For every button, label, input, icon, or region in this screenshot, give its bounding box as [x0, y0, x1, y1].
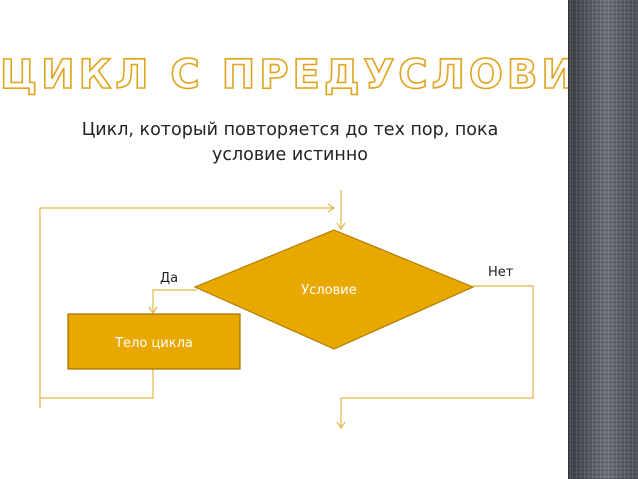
loop-back-arrowhead: [327, 203, 336, 213]
slide-subtitle: Цикл, который повторяется до тех пор, по…: [30, 118, 550, 168]
condition-diamond: [193, 229, 475, 350]
flowchart: Условие Тело цикла Да Нет: [39, 190, 534, 430]
decorative-side-strip: [568, 0, 638, 479]
subtitle-line-1: Цикл, который повторяется до тех пор, по…: [81, 120, 499, 140]
yes-label: Да: [160, 271, 178, 286]
exit-arrowhead: [336, 421, 346, 430]
condition-label: Условие: [301, 283, 356, 298]
entry-arrowhead: [336, 222, 346, 231]
slide-title: ЦИКЛ С ПРЕДУСЛОВИЕМ: [0, 51, 638, 99]
loop-body-box: [67, 313, 241, 370]
subtitle-line-2: условие истинно: [211, 145, 369, 165]
yes-branch-arrowhead: [148, 306, 158, 315]
slide: ЦИКЛ С ПРЕДУСЛОВИЕМ Цикл, который повтор…: [0, 51, 638, 430]
yes-branch-line: [152, 289, 197, 313]
no-branch-line: [340, 285, 534, 428]
no-label: Нет: [488, 265, 514, 280]
loop-body-label: Тело цикла: [114, 336, 193, 351]
